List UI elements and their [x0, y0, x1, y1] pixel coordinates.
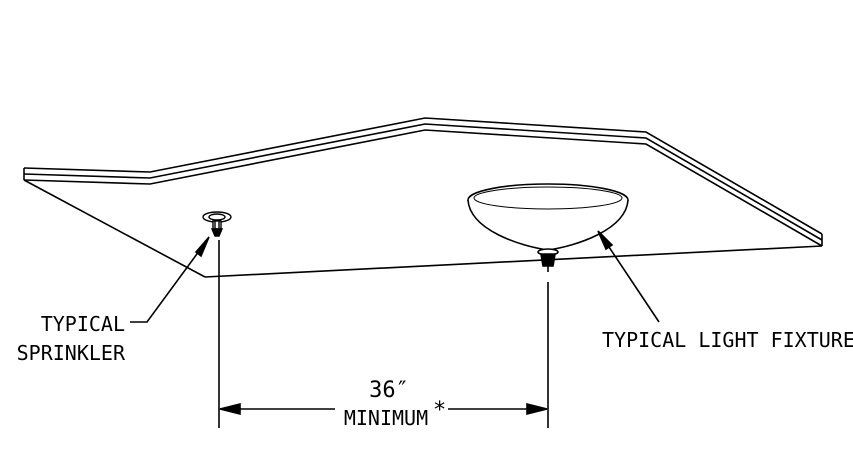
light-fixture-leader [597, 230, 660, 323]
dimension-asterisk: * [433, 398, 446, 423]
dimension-line [219, 402, 548, 416]
light-fixture-icon [467, 183, 629, 272]
sprinkler-label-line1: TYPICAL [41, 312, 125, 336]
dimension-note: MINIMUM [344, 406, 428, 430]
ceiling-slab-top-edge [23, 117, 823, 247]
dimension-extension-lines [218, 240, 549, 428]
sprinkler-label-line2: SPRINKLER [17, 341, 126, 365]
light-fixture-label: TYPICAL LIGHT FIXTURE [602, 328, 853, 352]
sprinkler-leader [130, 236, 210, 323]
sprinkler-icon [202, 211, 232, 237]
ceiling-underside [23, 179, 823, 278]
dimension-value: 36″ [369, 378, 409, 403]
